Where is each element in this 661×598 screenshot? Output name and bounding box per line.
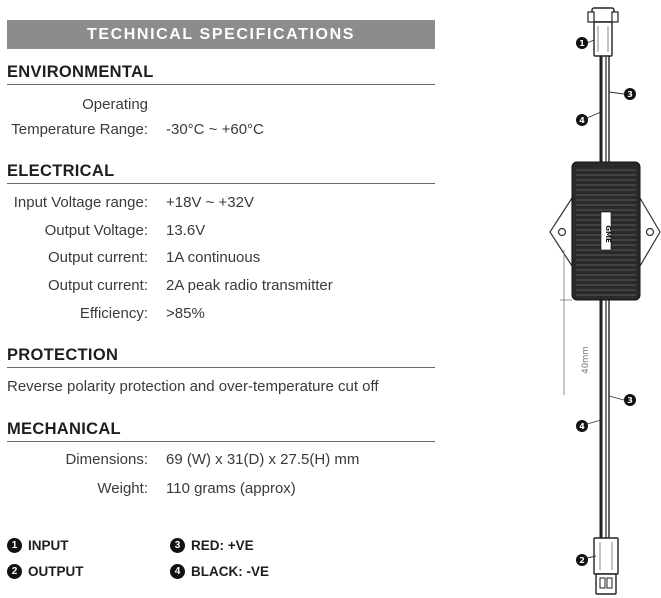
- mounting-hole-icon: [645, 227, 655, 237]
- spec-label: Input Voltage range:: [13, 194, 148, 211]
- legend-item-black: 4 BLACK: -VE: [170, 564, 269, 579]
- dimension-marker: 40mm: [560, 250, 591, 395]
- converter-body: GME: [571, 161, 641, 301]
- spec-value: +18V ~ +32V: [166, 194, 254, 211]
- spec-label: Dimensions:: [65, 451, 148, 468]
- spec-row: Weight: 110 grams (approx): [0, 480, 440, 504]
- spec-title: TECHNICAL SPECIFICATIONS: [86, 25, 356, 43]
- spec-row-operating: Operating: [0, 96, 440, 120]
- spec-value: 2A peak radio transmitter: [166, 277, 333, 294]
- spec-value: >85%: [166, 305, 205, 322]
- mounting-hole-icon: [557, 227, 567, 237]
- section-heading-electrical: ELECTRICAL: [7, 162, 435, 184]
- section-heading-mechanical: MECHANICAL: [7, 420, 435, 442]
- svg-text:3: 3: [627, 396, 633, 405]
- callout-3-icon: 3: [624, 394, 636, 406]
- legend-item-red: 3 RED: +VE: [170, 538, 254, 553]
- section-heading-protection: PROTECTION: [7, 346, 435, 368]
- spec-label: Temperature Range:: [11, 121, 148, 138]
- legend-item-output: 2 OUTPUT: [7, 564, 84, 579]
- spec-label: Output Voltage:: [44, 222, 148, 239]
- spec-row: Dimensions: 69 (W) x 31(D) x 27.5(H) mm: [0, 451, 440, 475]
- lower-wires: [599, 300, 610, 538]
- spec-row-temperature: Temperature Range: -30°C ~ +60°C: [0, 121, 440, 145]
- spec-value: 110 grams (approx): [166, 480, 296, 497]
- spec-value: -30°C ~ +60°C: [166, 121, 264, 138]
- spec-label: Efficiency:: [79, 305, 148, 322]
- dimension-label: 40mm: [581, 346, 591, 373]
- svg-text:3: 3: [627, 90, 633, 99]
- spec-value: 69 (W) x 31(D) x 27.5(H) mm: [166, 451, 360, 468]
- section-heading-environmental: ENVIRONMENTAL: [7, 63, 435, 85]
- callout-4-icon: 4: [576, 114, 588, 126]
- legend-label: INPUT: [28, 538, 69, 553]
- callout-3-icon: 3: [624, 88, 636, 100]
- spec-value: 13.6V: [166, 222, 206, 239]
- spec-row: Output current: 2A peak radio transmitte…: [0, 277, 440, 301]
- mounting-flange: [549, 195, 661, 269]
- converter-diagram: GME 40mm 1 3 4 3 4 2: [549, 7, 661, 595]
- spec-value: 1A continuous: [166, 249, 261, 266]
- number-badge-icon: 4: [170, 564, 185, 579]
- spec-label: Operating: [82, 96, 148, 113]
- spec-title-banner: TECHNICAL SPECIFICATIONS: [7, 20, 435, 49]
- spec-row: Output Voltage: 13.6V: [0, 222, 440, 246]
- spec-row: Efficiency: >85%: [0, 305, 440, 329]
- number-badge-icon: 3: [170, 538, 185, 553]
- spec-row: Input Voltage range: +18V ~ +32V: [0, 194, 440, 218]
- callout-2-icon: 2: [576, 554, 588, 566]
- spec-row: Output current: 1A continuous: [0, 249, 440, 273]
- callout-1-icon: 1: [576, 37, 588, 49]
- legend-label: RED: +VE: [191, 538, 254, 553]
- input-connector-icon: [587, 7, 619, 57]
- spec-label: Output current:: [47, 249, 148, 266]
- number-badge-icon: 1: [7, 538, 22, 553]
- callout-leaders: [586, 39, 625, 559]
- svg-text:4: 4: [579, 116, 585, 125]
- legend-label: OUTPUT: [28, 564, 84, 579]
- legend-item-input: 1 INPUT: [7, 538, 69, 553]
- brand-logo: GME: [604, 225, 612, 243]
- upper-wires: [599, 56, 610, 165]
- legend-label: BLACK: -VE: [191, 564, 269, 579]
- protection-text: Reverse polarity protection and over-tem…: [7, 378, 379, 395]
- output-connector-icon: [593, 537, 619, 595]
- spec-label: Weight:: [97, 480, 148, 497]
- spec-label: Output current:: [47, 277, 148, 294]
- svg-text:2: 2: [579, 556, 585, 565]
- number-badge-icon: 2: [7, 564, 22, 579]
- callout-4-icon: 4: [576, 420, 588, 432]
- svg-text:4: 4: [579, 422, 585, 431]
- svg-text:1: 1: [579, 39, 585, 48]
